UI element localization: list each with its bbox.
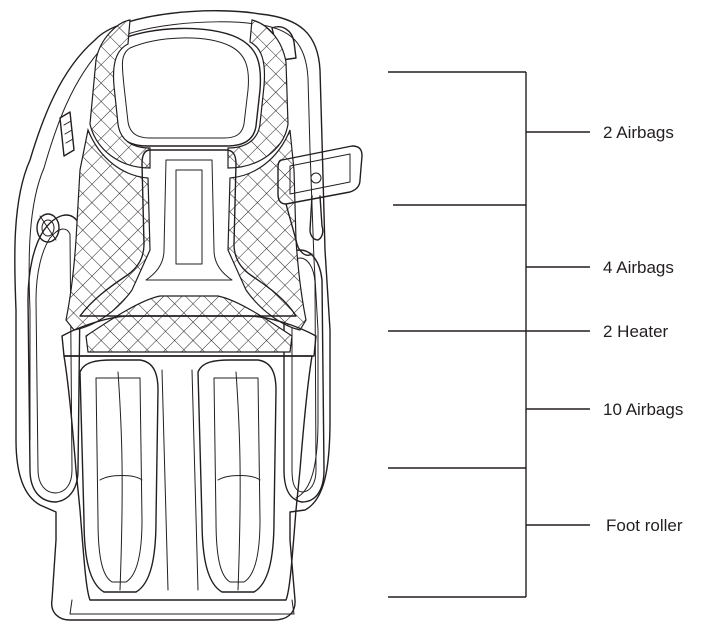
massage-chair-illustration [15,11,362,620]
headrest [110,28,260,146]
label-heater: 2 Heater [603,322,669,341]
annotation-lines [388,72,590,597]
label-upper-airbags: 2 Airbags [603,123,674,142]
armrest-control-knob [37,214,59,242]
foot-rest [70,600,294,614]
label-shoulder-airbags: 4 Airbags [603,258,674,277]
label-foot-roller: Foot roller [606,516,683,535]
left-side-grip [60,112,74,156]
label-leg-airbags: 10 Airbags [603,400,683,419]
annotation-labels: 2 Airbags 4 Airbags 2 Heater 10 Airbags … [603,123,683,535]
